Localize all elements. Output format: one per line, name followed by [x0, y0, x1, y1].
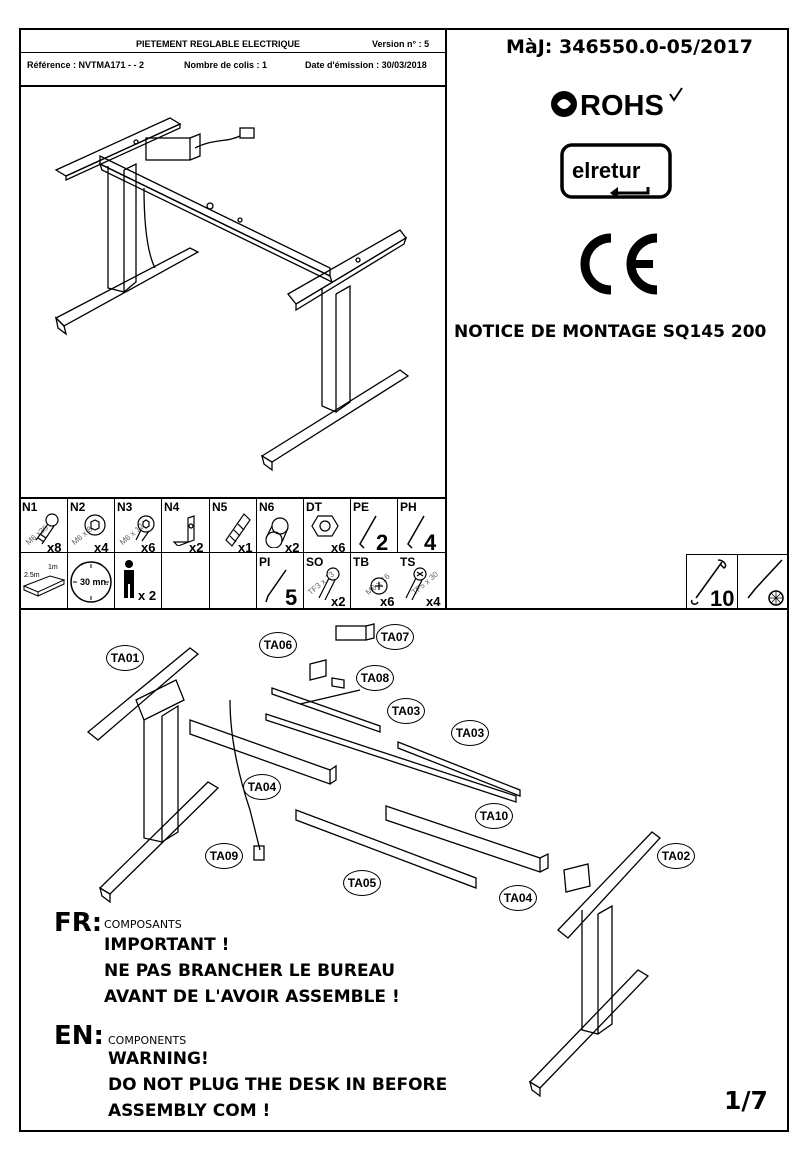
fr-subtitle: COMPOSANTS — [104, 918, 182, 931]
part-label-ta01: TA01 — [106, 645, 144, 671]
hardware-code-ph: PH — [400, 500, 417, 514]
package-count: Nombre de colis : 1 — [184, 60, 268, 70]
hardware-code-dt: DT — [306, 500, 322, 514]
page-frame — [19, 28, 789, 1132]
version-number: Version n° : 5 — [372, 39, 430, 49]
spacer-n6-icon — [262, 516, 290, 553]
rohs-logo: ROHS — [548, 86, 688, 122]
bolt-tb-icon — [368, 576, 390, 605]
hardware-qty-n3: x6 — [141, 540, 156, 555]
assembly-notice-title: NOTICE DE MONTAGE SQ145 200 — [454, 322, 767, 342]
assembly-time: 30 mn. — [80, 577, 109, 587]
exploded-components-illustration — [40, 620, 760, 1110]
en-warning-line3: ASSEMBLY COM ! — [108, 1101, 271, 1121]
hardware-qty-n5: x1 — [238, 540, 253, 555]
hex-key-ph-icon — [404, 514, 428, 555]
wrench-icon — [688, 558, 728, 611]
fr-warning-line1: IMPORTANT ! — [104, 935, 230, 955]
panel-length-icon — [22, 560, 66, 605]
hex-key-pe-icon — [356, 514, 380, 555]
update-reference: MàJ: 346550.0-05/2017 — [506, 36, 753, 58]
part-label-ta03-b: TA03 — [451, 720, 489, 746]
part-label-ta02: TA02 — [657, 843, 695, 869]
hardware-qty-dt: x6 — [331, 540, 346, 555]
hardware-code-pi: PI — [259, 555, 271, 569]
ce-mark — [573, 232, 663, 296]
hardware-qty-n4: x2 — [189, 540, 204, 555]
components-top-rule — [19, 608, 789, 610]
length-1m-label: 1m — [48, 564, 58, 571]
issue-date: Date d'émission : 30/03/2018 — [305, 60, 427, 70]
hardware-qty-ts: x4 — [426, 594, 441, 609]
en-warning-line2: DO NOT PLUG THE DESK IN BEFORE — [108, 1075, 448, 1095]
part-label-ta05: TA05 — [343, 870, 381, 896]
screwdriver-icon — [742, 558, 786, 613]
hardware-code-so: SO — [306, 555, 324, 569]
threaded-rod-n5-icon — [222, 512, 252, 553]
part-label-ta08: TA08 — [356, 665, 394, 691]
illustration-bottom-rule — [19, 497, 445, 499]
bracket-n4-icon — [168, 512, 204, 551]
person-icon — [120, 560, 138, 605]
persons-required: x 2 — [138, 588, 157, 603]
assembled-frame-illustration — [40, 98, 440, 478]
hardware-code-n5: N5 — [212, 500, 228, 514]
part-label-ta04-b: TA04 — [499, 885, 537, 911]
hardware-code-pe: PE — [353, 500, 370, 514]
header-divider — [445, 28, 447, 610]
hardware-code-n6: N6 — [259, 500, 275, 514]
bolt-n1-icon — [32, 512, 62, 551]
hardware-qty-ph: 4 — [424, 530, 437, 555]
reference-number: Référence : NVTMA171 - - 2 — [27, 60, 145, 70]
hardware-code-n4: N4 — [164, 500, 180, 514]
hex-key-pi-icon — [262, 566, 290, 611]
hardware-code-tb: TB — [353, 555, 369, 569]
part-label-ta03-a: TA03 — [387, 698, 425, 724]
nut-dt-icon — [310, 512, 340, 545]
hardware-code-n2: N2 — [70, 500, 86, 514]
header-rule — [19, 52, 445, 53]
page-number: 1/7 — [724, 1086, 768, 1115]
elretur-text: elretur — [572, 158, 641, 183]
en-warning-line1: WARNING! — [108, 1049, 209, 1069]
wrench-size: 10 — [710, 586, 735, 611]
part-label-ta06: TA06 — [259, 632, 297, 658]
hardware-code-ts: TS — [400, 555, 416, 569]
en-language-label: EN: — [54, 1021, 104, 1051]
fr-warning-line3: AVANT DE L'AVOIR ASSEMBLE ! — [104, 987, 400, 1007]
part-label-ta04-a: TA04 — [243, 774, 281, 800]
hardware-qty-pe: 2 — [376, 530, 389, 555]
rohs-text: ROHS — [580, 90, 664, 122]
hardware-qty-so: x2 — [331, 594, 346, 609]
hardware-qty-n2: x4 — [94, 540, 109, 555]
header-bottom-rule — [19, 85, 445, 87]
bolt-n2-icon — [82, 512, 108, 543]
hardware-qty-tb: x6 — [380, 594, 395, 609]
fr-language-label: FR: — [54, 908, 103, 938]
bolt-n3-icon — [132, 514, 158, 547]
hardware-mid-rule — [19, 552, 445, 553]
hardware-qty-n1: x8 — [47, 540, 62, 555]
fr-warning-line2: NE PAS BRANCHER LE BUREAU — [104, 961, 396, 981]
part-label-ta07: TA07 — [376, 624, 414, 650]
en-subtitle: COMPONENTS — [108, 1034, 187, 1047]
hardware-qty-pi: 5 — [285, 585, 298, 610]
product-title: PIETEMENT REGLABLE ELECTRIQUE — [136, 39, 301, 49]
elretur-logo: elretur — [560, 143, 672, 205]
hardware-qty-n6: x2 — [285, 540, 300, 555]
length-2m-label: 2.5m — [24, 572, 40, 579]
part-label-ta09: TA09 — [205, 843, 243, 869]
hardware-code-n1: N1 — [22, 500, 38, 514]
screw-so-icon — [315, 566, 343, 607]
screw-ts-icon — [402, 566, 430, 607]
hardware-code-n3: N3 — [117, 500, 133, 514]
part-label-ta10: TA10 — [475, 803, 513, 829]
clock-icon — [69, 556, 115, 611]
